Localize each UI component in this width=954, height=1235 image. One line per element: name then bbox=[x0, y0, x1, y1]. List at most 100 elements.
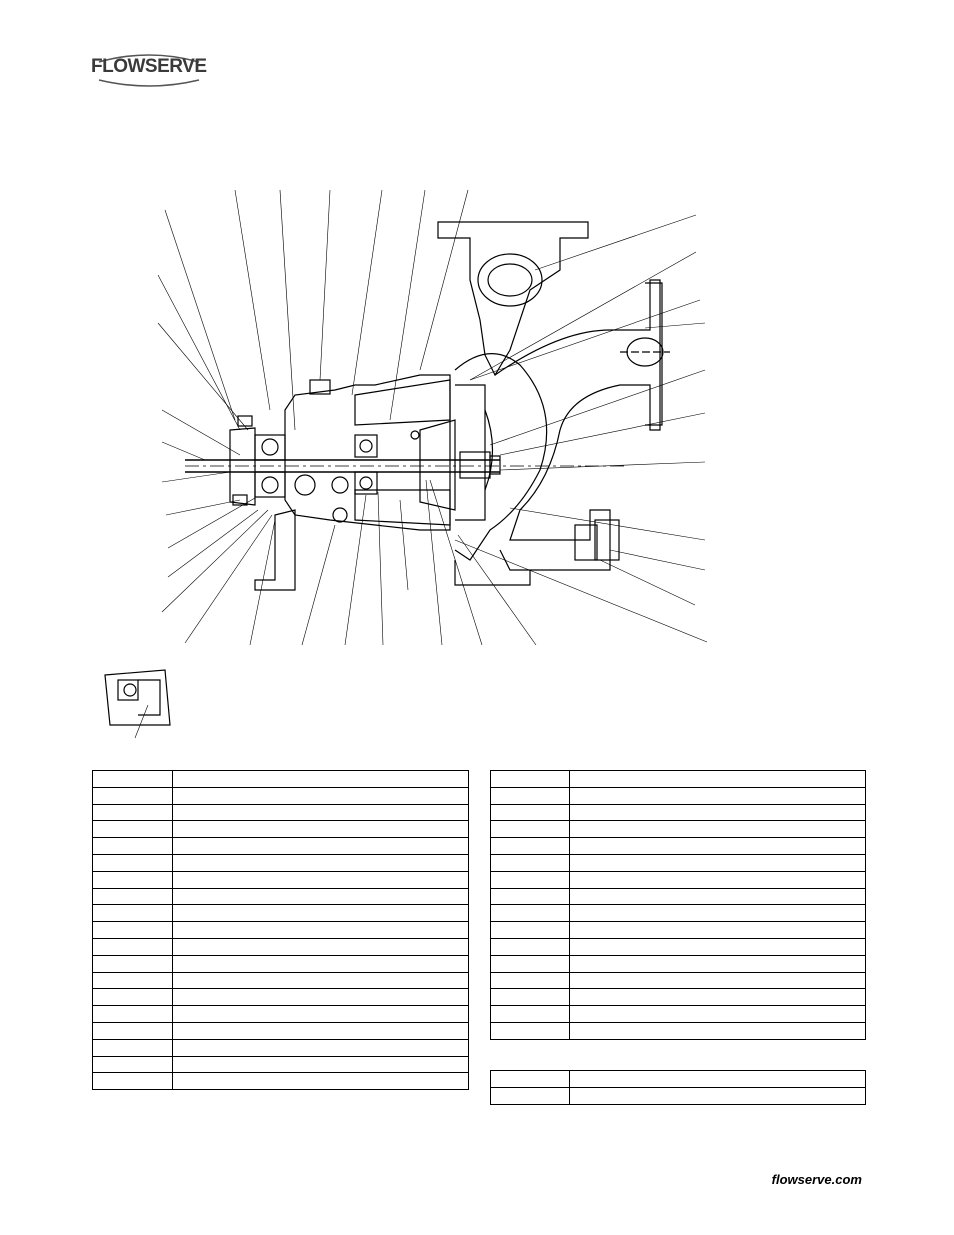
table-row bbox=[92, 786, 469, 805]
table-row bbox=[92, 988, 469, 1007]
description-cell bbox=[569, 820, 866, 839]
description-cell bbox=[569, 786, 866, 805]
item-no-cell bbox=[92, 954, 173, 973]
item-no-cell bbox=[490, 837, 570, 855]
item-no-cell bbox=[92, 937, 173, 956]
table-row bbox=[490, 971, 866, 990]
description-cell bbox=[569, 1086, 866, 1105]
table-row bbox=[490, 988, 866, 1007]
table-row bbox=[490, 954, 866, 973]
item-no-cell bbox=[490, 971, 570, 990]
item-no-cell bbox=[490, 1086, 570, 1105]
item-no-cell bbox=[490, 954, 570, 973]
pump-cross-section-drawing bbox=[104, 189, 708, 739]
table-row bbox=[92, 1005, 469, 1023]
description-cell bbox=[172, 954, 469, 973]
item-no-cell bbox=[490, 803, 570, 822]
description-cell bbox=[172, 853, 469, 872]
description-cell bbox=[569, 870, 866, 889]
item-no-cell bbox=[490, 988, 570, 1007]
table-row bbox=[490, 1021, 866, 1040]
footer-website-link[interactable]: flowserve.com bbox=[771, 1172, 862, 1187]
description-cell bbox=[172, 1055, 469, 1074]
table-row bbox=[490, 770, 866, 788]
item-no-cell bbox=[92, 887, 173, 906]
table-row bbox=[92, 820, 469, 839]
item-no-cell bbox=[92, 853, 173, 872]
table-row bbox=[490, 786, 866, 805]
table-row bbox=[92, 770, 469, 788]
item-no-cell bbox=[92, 786, 173, 805]
description-cell bbox=[569, 904, 866, 923]
description-cell bbox=[569, 887, 866, 906]
table-row bbox=[92, 1072, 469, 1091]
item-no-cell bbox=[92, 820, 173, 839]
item-no-cell bbox=[92, 803, 173, 822]
table-row bbox=[92, 1021, 469, 1040]
parts-list-table-right-extra bbox=[490, 1070, 866, 1105]
item-no-cell bbox=[490, 887, 570, 906]
flowserve-logo: FLOWSERVE bbox=[91, 52, 207, 88]
table-row bbox=[92, 853, 469, 872]
item-no-cell bbox=[92, 904, 173, 923]
description-cell bbox=[569, 837, 866, 855]
item-no-cell bbox=[92, 1005, 173, 1023]
description-cell bbox=[569, 1005, 866, 1023]
item-no-cell bbox=[92, 870, 173, 889]
item-no-cell bbox=[490, 921, 570, 939]
table-row bbox=[92, 1055, 469, 1074]
item-no-cell bbox=[490, 870, 570, 889]
description-cell bbox=[172, 786, 469, 805]
table-row bbox=[490, 921, 866, 939]
table-row bbox=[490, 870, 866, 889]
description-cell bbox=[569, 853, 866, 872]
item-no-cell bbox=[490, 853, 570, 872]
item-no-cell bbox=[490, 937, 570, 956]
item-no-cell bbox=[490, 904, 570, 923]
description-cell bbox=[172, 870, 469, 889]
item-no-cell bbox=[92, 1038, 173, 1057]
description-cell bbox=[569, 971, 866, 990]
description-cell bbox=[172, 1021, 469, 1040]
table-row bbox=[490, 1086, 866, 1105]
parts-list-table-left bbox=[92, 770, 469, 1091]
logo-text: FLOWSERVE bbox=[91, 56, 207, 77]
table-row bbox=[490, 837, 866, 855]
description-cell bbox=[172, 988, 469, 1007]
table-row bbox=[92, 904, 469, 923]
table-row bbox=[490, 1005, 866, 1023]
table-row bbox=[490, 820, 866, 839]
table-row bbox=[490, 1070, 866, 1088]
logo-arc-icon bbox=[98, 54, 200, 87]
item-no-cell bbox=[92, 837, 173, 855]
table-row bbox=[92, 921, 469, 939]
description-cell bbox=[172, 921, 469, 939]
item-no-cell bbox=[92, 1072, 173, 1091]
item-no-cell bbox=[490, 820, 570, 839]
table-row bbox=[490, 937, 866, 956]
description-cell bbox=[172, 820, 469, 839]
item-no-cell bbox=[92, 770, 173, 788]
item-no-cell bbox=[490, 1070, 570, 1088]
description-cell bbox=[569, 1021, 866, 1040]
description-cell bbox=[172, 937, 469, 956]
description-cell bbox=[172, 837, 469, 855]
item-no-cell bbox=[92, 1055, 173, 1074]
table-row bbox=[92, 837, 469, 855]
parts-list-table-right bbox=[490, 770, 866, 1040]
table-row bbox=[92, 954, 469, 973]
description-cell bbox=[172, 770, 469, 788]
description-cell bbox=[172, 1038, 469, 1057]
description-cell bbox=[172, 887, 469, 906]
table-row bbox=[92, 870, 469, 889]
description-cell bbox=[172, 1005, 469, 1023]
item-no-cell bbox=[92, 988, 173, 1007]
table-row bbox=[490, 853, 866, 872]
table-row bbox=[92, 1038, 469, 1057]
description-cell bbox=[172, 1072, 469, 1091]
description-cell bbox=[569, 954, 866, 973]
description-cell bbox=[569, 1070, 866, 1088]
table-row bbox=[490, 803, 866, 822]
description-cell bbox=[569, 803, 866, 822]
item-no-cell bbox=[490, 1021, 570, 1040]
